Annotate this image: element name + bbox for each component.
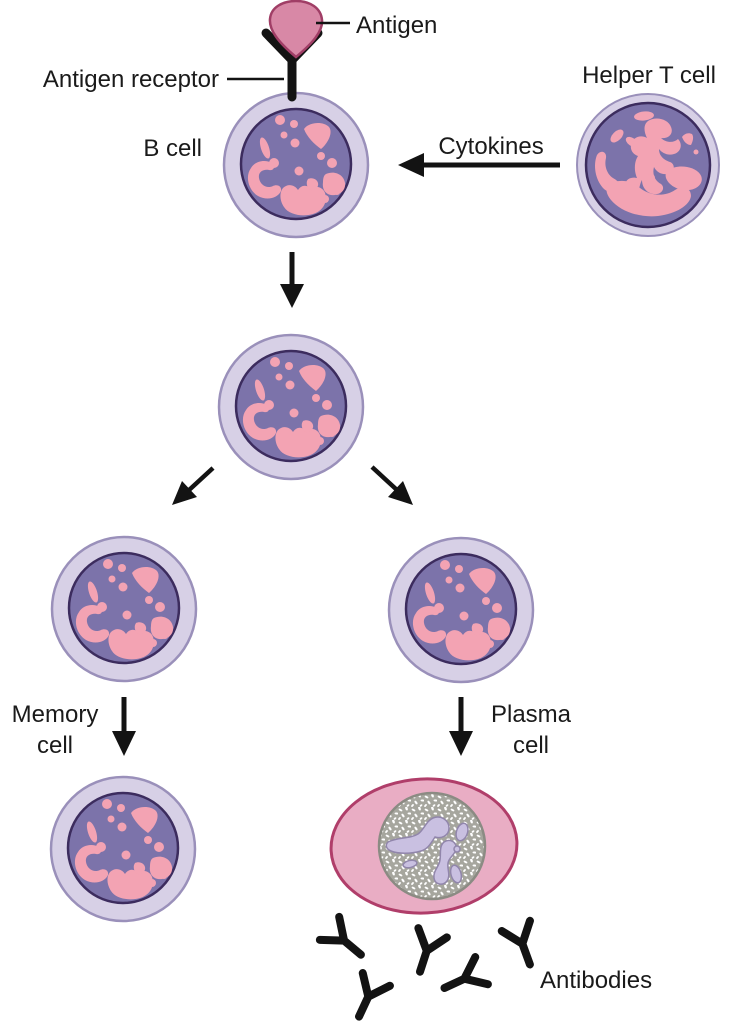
antibodies-label: Antibodies [540, 967, 652, 994]
labels-layer: Antigen Antigen receptor B cell Helper T… [12, 12, 716, 994]
helper-t-cell-label: Helper T cell [582, 62, 716, 89]
memory-cell-label-line2: cell [37, 732, 73, 759]
antibody-icon [345, 973, 390, 1023]
antibody-icon [438, 957, 488, 1002]
arrow-branch-left [172, 466, 215, 505]
cytokines-label: Cytokines [438, 133, 543, 160]
memory-cell [49, 775, 197, 923]
memory-branch-cell [50, 535, 198, 683]
antibody-icon [406, 928, 447, 976]
antibody-icon [502, 921, 544, 970]
plasma-nucleus-blobs [385, 816, 469, 885]
plasma-cell-label-line1: Plasma [491, 701, 572, 728]
cytokines-arrow [398, 153, 560, 177]
arrow-plasma-down [449, 697, 473, 756]
memory-cell-label-line1: Memory [12, 701, 99, 728]
arrow-branch-right [370, 465, 413, 505]
nucleus-chromatin-blobs [595, 111, 702, 217]
plasma-cell-label-line2: cell [513, 732, 549, 759]
plasma-cell [329, 777, 519, 915]
b-cell [222, 91, 370, 239]
antibody-icon [320, 917, 371, 966]
antigen-receptor-label: Antigen receptor [43, 66, 219, 93]
antigen-icon [268, 0, 324, 59]
helper-t-cell [576, 93, 720, 237]
plasma-branch-cell [387, 536, 535, 684]
b-cell-label: B cell [143, 135, 202, 162]
arrow-bcell-down [280, 252, 304, 308]
arrow-memory-down [112, 697, 136, 756]
antigen-label: Antigen [356, 12, 437, 39]
activated-b-cell [217, 333, 365, 481]
cells-layer [49, 91, 720, 923]
ink-layer [112, 0, 560, 1023]
antibodies-group [320, 917, 544, 1023]
